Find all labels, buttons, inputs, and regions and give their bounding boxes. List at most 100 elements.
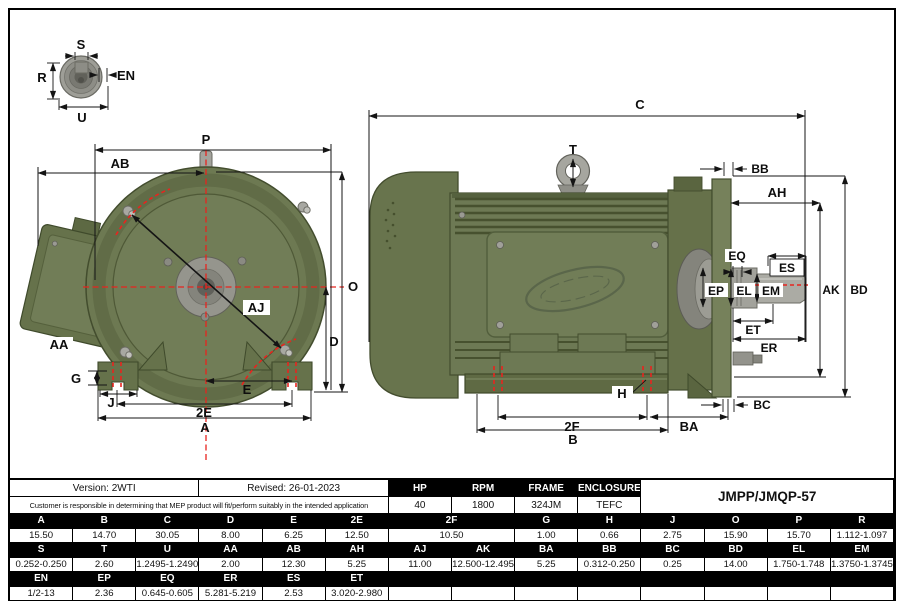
dim-label-h: H xyxy=(617,386,626,401)
dim-label-ab: AB xyxy=(111,156,130,171)
brand-logo-oval xyxy=(525,265,625,313)
dim-label-aa: AA xyxy=(50,337,69,352)
dim-value-cell: 14.70 xyxy=(73,528,137,543)
dim-header-cell: 2F xyxy=(388,514,516,529)
dim-header-cell: P xyxy=(767,514,831,529)
dim-header-cell: BD xyxy=(704,543,768,558)
dim-header-cell: 2E xyxy=(325,514,389,529)
dim-label-d: D xyxy=(329,334,338,349)
dim-value-cell: 0.25 xyxy=(641,557,705,572)
dim-label-ba: BA xyxy=(680,419,699,434)
dim-value-cell: 2.53 xyxy=(262,586,326,601)
enclosure-header: ENCLOSURE xyxy=(578,480,642,497)
dim-header-cell: U xyxy=(136,543,200,558)
enclosure-value: TEFC xyxy=(578,497,642,514)
dim-label-bb: BB xyxy=(751,162,769,176)
dim-label-c: C xyxy=(635,97,645,112)
rpm-header: RPM xyxy=(451,480,516,497)
dim-en: EN xyxy=(89,68,135,83)
dim-value-cell: 2.75 xyxy=(641,528,705,543)
technical-drawing: S R EN U xyxy=(19,37,868,461)
model-number: JMPP/JMQP-57 xyxy=(641,480,894,514)
dim-label-er: ER xyxy=(761,341,778,355)
frame-value: 324JM xyxy=(515,497,579,514)
dim-label-eq: EQ xyxy=(728,249,745,263)
disclaimer: Customer is responsible in determining t… xyxy=(10,497,389,514)
dim-value-cell xyxy=(704,586,768,601)
dim-header-cell: B xyxy=(73,514,137,529)
dim-value-cell: 3.020-2.980 xyxy=(325,586,389,601)
dim-label-u: U xyxy=(77,110,86,125)
revised-cell: Revised: 26-01-2023 xyxy=(199,480,389,497)
dim-label-o: O xyxy=(348,279,358,294)
dim-value-cell: 15.50 xyxy=(10,528,74,543)
side-view xyxy=(369,153,808,399)
dim-header-cell: ET xyxy=(325,572,389,587)
dim-value-cell: 12.50 xyxy=(325,528,389,543)
right-foot xyxy=(271,361,313,391)
dim-header-cell: AK xyxy=(451,543,516,558)
dim-label-em: EM xyxy=(762,284,780,298)
dim-value-cell: 15.70 xyxy=(767,528,831,543)
dim-header-cell: E xyxy=(262,514,326,529)
aj-bolt-circle-arrow xyxy=(131,214,282,349)
dim-value-cell: 5.25 xyxy=(325,557,389,572)
dim-value-cell: 12.30 xyxy=(262,557,326,572)
flange-brace xyxy=(687,372,718,399)
dim-header-cell: A xyxy=(10,514,74,529)
version-cell: Version: 2WTI xyxy=(10,480,200,497)
dim-header-cell: AA xyxy=(199,543,263,558)
dim-header-cell xyxy=(388,572,894,587)
dim-value-cell: 10.50 xyxy=(388,528,516,543)
dim-value-cell xyxy=(767,586,831,601)
dim-label-t: T xyxy=(569,142,577,157)
front-view: AJ xyxy=(19,150,344,461)
dim-label-ep: EP xyxy=(708,284,724,298)
dim-header-cell: R xyxy=(830,514,894,529)
dim-label-ah: AH xyxy=(768,185,787,200)
dim-value-cell: 15.90 xyxy=(704,528,768,543)
dim-value-cell xyxy=(641,586,705,601)
dim-label-e: E xyxy=(243,382,252,397)
dim-value-cell xyxy=(578,586,642,601)
dim-value-cell: 8.00 xyxy=(199,528,263,543)
dim-header-cell: AH xyxy=(325,543,389,558)
dim-header-cell: T xyxy=(73,543,137,558)
left-gusset xyxy=(137,340,168,371)
frame-header: FRAME xyxy=(515,480,579,497)
cover-plate xyxy=(486,231,669,338)
dim-label-a: A xyxy=(200,420,210,435)
dim-header-cell: EL xyxy=(767,543,831,558)
dim-label-p: P xyxy=(202,132,211,147)
dim-value-cell: 0.252-0.250 xyxy=(10,557,74,572)
dim-header-cell: BA xyxy=(515,543,579,558)
dim-value-cell xyxy=(830,586,894,601)
hp-header: HP xyxy=(388,480,452,497)
dim-header-cell: EQ xyxy=(136,572,200,587)
dim-value-cell: 0.645-0.605 xyxy=(136,586,200,601)
spec-table: Version: 2WTI Revised: 26-01-2023 HP RPM… xyxy=(10,478,894,601)
dim-header-cell: AJ xyxy=(388,543,452,558)
base-plate xyxy=(464,373,669,394)
dim-value-cell: 6.25 xyxy=(262,528,326,543)
dim-label-ak: AK xyxy=(822,283,840,297)
dim-value-cell: 2.36 xyxy=(73,586,137,601)
rpm-value: 1800 xyxy=(451,497,516,514)
dim-header-cell: C xyxy=(136,514,200,529)
dim-label-b: B xyxy=(568,432,577,447)
dim-label-el: EL xyxy=(736,284,751,298)
foot-riser xyxy=(499,351,656,375)
dim-value-cell: 12.500-12.495 xyxy=(451,557,516,572)
dim-value-cell: 11.00 xyxy=(388,557,452,572)
shaft-end-detail-view: S R EN U xyxy=(37,37,135,125)
dim-label-es: ES xyxy=(779,261,795,275)
dim-value-cell xyxy=(451,586,516,601)
dimensions-side: C T BB AH AK BD ES xyxy=(368,97,868,447)
dim-value-cell: 1.00 xyxy=(515,528,579,543)
dim-value-cell xyxy=(515,586,579,601)
dim-value-cell: 5.281-5.219 xyxy=(199,586,263,601)
vent-dots xyxy=(384,201,397,250)
dim-value-cell: 2.00 xyxy=(199,557,263,572)
dim-header-cell: EP xyxy=(73,572,137,587)
hp-value: 40 xyxy=(388,497,452,514)
